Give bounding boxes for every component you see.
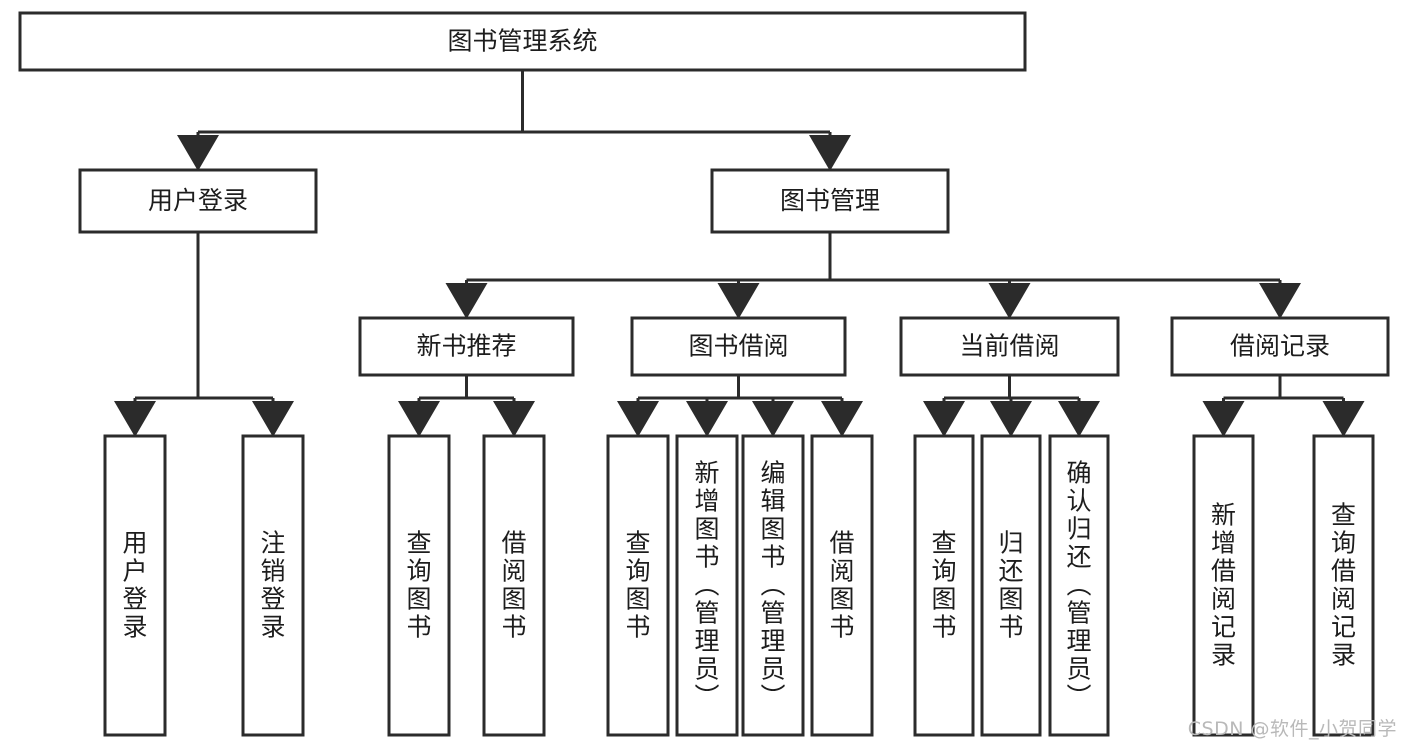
node-leaf-query-book-rec[interactable]: 查询图书 <box>387 434 451 737</box>
connectors-layer <box>114 70 1365 437</box>
node-box <box>630 316 847 377</box>
node-leaf-return-book[interactable]: 归还图书 <box>980 434 1042 737</box>
node-label: 新增借阅记录 <box>1211 501 1236 670</box>
node-label: 图书借阅 <box>688 332 788 361</box>
node-label: 新增图书︵管理员︶ <box>694 459 719 712</box>
node-leaf-borrow-book[interactable]: 借阅图书 <box>810 434 874 737</box>
node-box <box>899 316 1120 377</box>
node-box <box>358 316 575 377</box>
node-box <box>1048 434 1110 737</box>
node-box <box>1192 434 1255 737</box>
node-box <box>103 434 167 737</box>
node-leaf-logout[interactable]: 注销登录 <box>241 434 305 737</box>
node-box <box>710 168 950 234</box>
node-leaf-query-book-borrow[interactable]: 查询图书 <box>606 434 670 737</box>
node-label: 借阅图书 <box>829 529 854 642</box>
node-box <box>241 434 305 737</box>
node-book-borrow[interactable]: 图书借阅 <box>630 316 847 377</box>
node-label: 图书管理系统 <box>447 27 597 56</box>
node-leaf-edit-book[interactable]: 编辑图书︵管理员︶ <box>741 434 805 737</box>
node-box <box>1170 316 1390 377</box>
node-box <box>913 434 975 737</box>
node-label: 确认归还︵管理员︶ <box>1066 459 1091 712</box>
node-label: 用户登录 <box>122 529 147 642</box>
node-box <box>78 168 318 234</box>
node-box <box>606 434 670 737</box>
node-leaf-query-book-current[interactable]: 查询图书 <box>913 434 975 737</box>
node-label: 用户登录 <box>148 186 248 215</box>
node-leaf-confirm-return[interactable]: 确认归还︵管理员︶ <box>1048 434 1110 737</box>
node-box <box>675 434 739 737</box>
node-label: 图书管理 <box>780 186 880 215</box>
node-book-management[interactable]: 图书管理 <box>710 168 950 234</box>
nodes-layer: 图书管理系统用户登录图书管理新书推荐图书借阅当前借阅借阅记录用户登录注销登录查询… <box>18 11 1390 737</box>
node-label: 注销登录 <box>260 529 285 642</box>
node-label: 查询图书 <box>406 529 431 642</box>
node-label: 借阅图书 <box>501 529 526 642</box>
node-leaf-user-login[interactable]: 用户登录 <box>103 434 167 737</box>
node-label: 查询图书 <box>931 529 956 642</box>
node-box <box>482 434 546 737</box>
node-label: 新书推荐 <box>416 332 516 361</box>
node-box <box>387 434 451 737</box>
node-new-book-recommend[interactable]: 新书推荐 <box>358 316 575 377</box>
node-leaf-borrow-book-rec[interactable]: 借阅图书 <box>482 434 546 737</box>
node-label: 查询图书 <box>625 529 650 642</box>
node-box <box>810 434 874 737</box>
node-leaf-query-record[interactable]: 查询借阅记录 <box>1312 434 1375 737</box>
node-box <box>18 11 1027 72</box>
node-root-root[interactable]: 图书管理系统 <box>18 11 1027 72</box>
node-box <box>1312 434 1375 737</box>
node-box <box>980 434 1042 737</box>
node-user-login[interactable]: 用户登录 <box>78 168 318 234</box>
node-borrow-records[interactable]: 借阅记录 <box>1170 316 1390 377</box>
node-label: 编辑图书︵管理员︶ <box>760 459 785 712</box>
node-box <box>741 434 805 737</box>
node-label: 归还图书 <box>998 529 1023 642</box>
node-label: 借阅记录 <box>1230 332 1330 361</box>
node-label: 查询借阅记录 <box>1331 501 1356 670</box>
node-current-borrow[interactable]: 当前借阅 <box>899 316 1120 377</box>
node-leaf-add-record[interactable]: 新增借阅记录 <box>1192 434 1255 737</box>
node-leaf-add-book[interactable]: 新增图书︵管理员︶ <box>675 434 739 737</box>
node-label: 当前借阅 <box>959 332 1059 361</box>
